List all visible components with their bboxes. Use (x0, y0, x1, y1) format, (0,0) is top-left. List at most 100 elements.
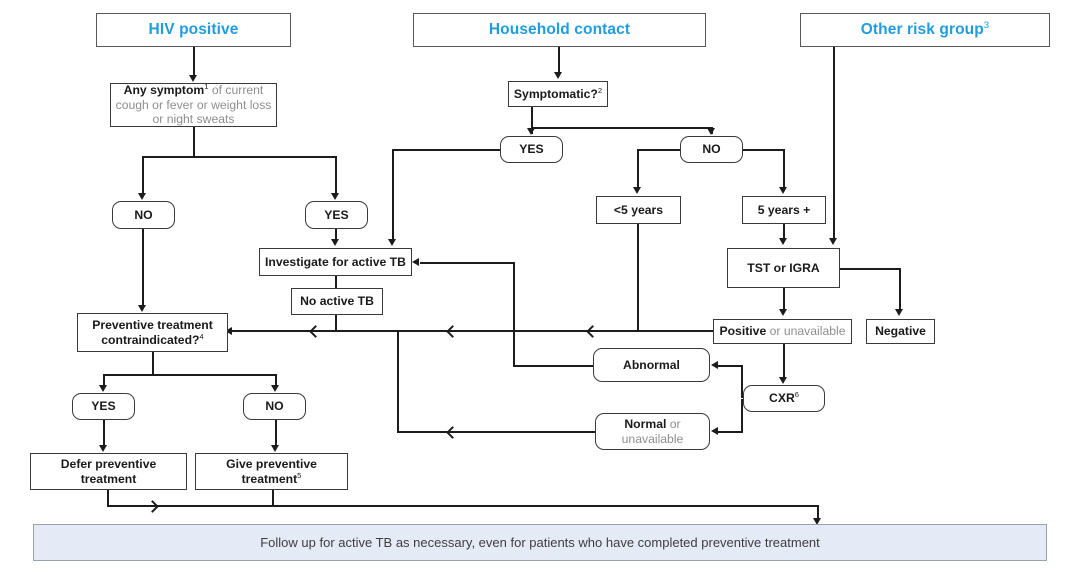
edge-tst-to-negative-v (899, 268, 901, 310)
header-other-risk-group[interactable]: Other risk group3 (800, 13, 1050, 47)
node-cxr-label: CXR6 (769, 390, 799, 406)
edge-cxr-to-abnormal-h (718, 365, 743, 367)
node-investigate-active-tb[interactable]: Investigate for active TB (259, 248, 412, 276)
chevron-left-marker (446, 426, 459, 439)
edge-hh-no-to-under5 (637, 149, 639, 188)
chevron-right-marker (146, 500, 159, 513)
edge-hh-no-to-over5 (783, 149, 785, 188)
node-contra-no-label: NO (265, 399, 284, 414)
header-hiv-positive-label: HIV positive (148, 20, 239, 38)
node-negative[interactable]: Negative (866, 319, 935, 344)
edge-noactive-to-bus (335, 315, 337, 331)
arrowhead-down (829, 238, 837, 245)
node-tst-or-igra[interactable]: TST or IGRA (727, 248, 840, 288)
edge-symptom-to-yes (335, 156, 337, 194)
header-household-contact-label: Household contact (488, 20, 631, 38)
edge-cxr-to-normal-v (741, 399, 743, 432)
node-under-5-years[interactable]: <5 years (596, 196, 681, 224)
node-negative-label: Negative (875, 324, 926, 339)
arrowhead-down (779, 309, 787, 316)
node-symptomatic-yes-label: YES (519, 142, 544, 157)
arrowhead-down (138, 193, 146, 200)
edge-hiv-to-symptom (193, 47, 195, 76)
arrowhead-down (138, 305, 146, 312)
node-symptomatic-no[interactable]: NO (680, 136, 743, 163)
edge-hh-no-leftleg (637, 149, 682, 151)
node-contra-yes-label: YES (91, 399, 116, 414)
node-abnormal[interactable]: Abnormal (593, 348, 710, 382)
node-no-active-tb[interactable]: No active TB (291, 288, 383, 315)
edge-no-to-contraindicated (142, 229, 144, 306)
arrowhead-down (388, 239, 396, 246)
edge-contra-to-yes (103, 374, 105, 386)
banner-follow-up[interactable]: Follow up for active TB as necessary, ev… (33, 524, 1047, 561)
arrowhead-down (813, 518, 821, 525)
edge-abnormal-left (513, 365, 594, 367)
edge-household-to-symptomatic (558, 47, 560, 73)
edge-yes-to-investigate (335, 229, 337, 240)
edge-contra-split (103, 374, 275, 376)
node-no-active-tb-label: No active TB (300, 294, 374, 309)
node-positive-or-unavailable[interactable]: Positive or unavailable (713, 319, 852, 344)
edge-under5-to-bus (637, 224, 639, 331)
node-contra-yes[interactable]: YES (72, 393, 135, 420)
arrowhead-down (188, 75, 197, 82)
edge-bus-to-banner (817, 505, 819, 519)
arrowhead-down (779, 377, 787, 384)
edge-symptomatic-split (531, 127, 712, 129)
edge-contra-to-no (275, 374, 277, 386)
header-other-risk-group-label: Other risk group3 (860, 19, 990, 38)
node-hiv-symptom-no[interactable]: NO (112, 201, 175, 229)
arrowhead-down (99, 385, 107, 392)
edge-cxr-to-normal-h (718, 431, 743, 433)
arrowhead-down (633, 187, 641, 194)
edge-tst-to-positive (783, 288, 785, 310)
edge-hh-yes-down (392, 149, 394, 240)
node-hiv-symptom-yes[interactable]: YES (305, 201, 368, 229)
arrowhead-down (527, 128, 535, 135)
arrowhead-left (711, 427, 718, 435)
edge-otherrisk-to-tst (833, 47, 835, 239)
node-symptomatic[interactable]: Symptomatic?2 (508, 81, 608, 107)
edge-hh-no-rightleg (741, 149, 785, 151)
node-symptomatic-yes[interactable]: YES (500, 136, 563, 163)
arrowhead-down (895, 309, 903, 316)
header-household-contact[interactable]: Household contact (413, 13, 706, 47)
edge-defer-down (107, 490, 109, 506)
arrowhead-down (779, 187, 787, 194)
edge-abnormal-to-investigate (420, 262, 514, 264)
node-any-symptom[interactable]: Any symptom1 of current cough or fever o… (110, 83, 277, 127)
edge-bottom-bus (107, 505, 819, 507)
arrowhead-down (331, 193, 339, 200)
edge-contra-stem (152, 352, 154, 375)
node-5-years-plus-label: 5 years + (757, 202, 811, 217)
node-any-symptom-label: Any symptom1 of current cough or fever o… (115, 81, 272, 127)
edge-normal-up-to-bus (397, 330, 399, 432)
edge-symptom-stem (193, 127, 195, 157)
arrowhead-left (711, 361, 718, 369)
edge-over5-to-tst (783, 224, 785, 239)
node-abnormal-label: Abnormal (623, 357, 680, 372)
node-5-years-plus[interactable]: 5 years + (742, 196, 826, 224)
header-hiv-positive[interactable]: HIV positive (96, 13, 291, 47)
node-cxr[interactable]: CXR6 (743, 385, 825, 412)
edge-hh-yes-left (392, 149, 502, 151)
arrowhead-down (707, 128, 715, 135)
chevron-left-marker (586, 325, 599, 338)
edge-normal-left (397, 431, 596, 433)
arrowhead-down (554, 72, 562, 79)
node-contra-no[interactable]: NO (243, 393, 306, 420)
node-tst-or-igra-label: TST or IGRA (747, 260, 820, 275)
node-symptomatic-label: Symptomatic?2 (513, 85, 603, 101)
edge-investigate-to-noactive (335, 276, 337, 288)
edge-give-down (272, 490, 274, 506)
node-positive-or-unavailable-label: Positive or unavailable (719, 324, 846, 339)
edge-symptom-split (142, 156, 337, 158)
